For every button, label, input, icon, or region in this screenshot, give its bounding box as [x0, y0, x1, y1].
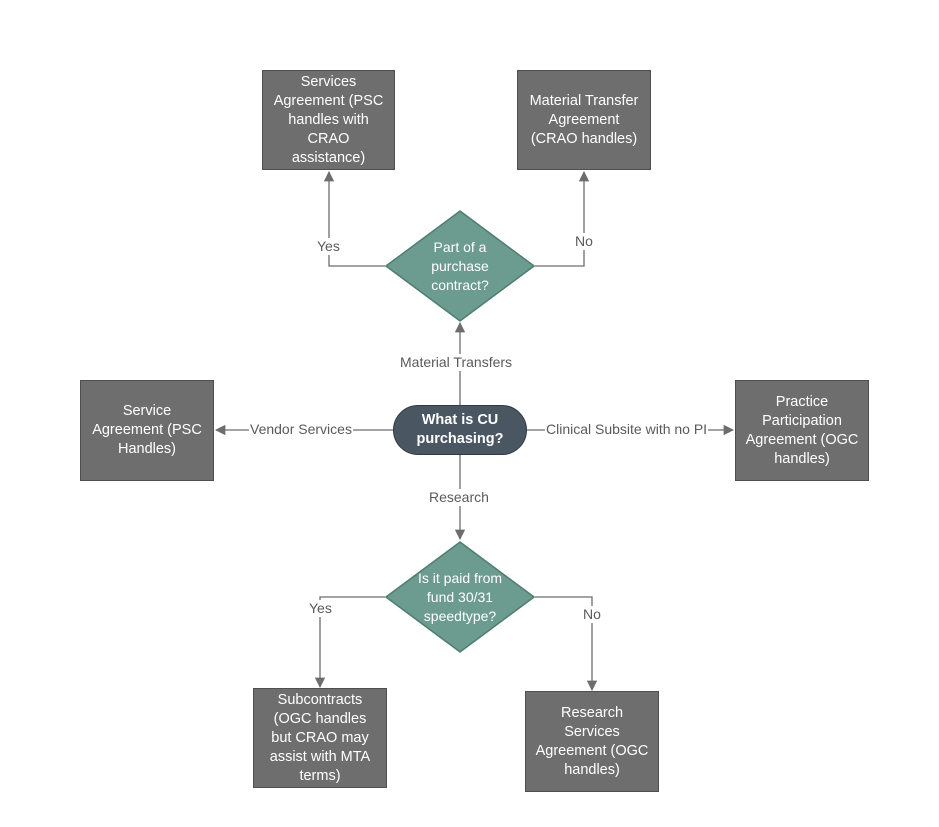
outcome-text: Research Services Agreement (OGC handles…	[535, 704, 649, 778]
outcome-service-agreement-psc: Service Agreement (PSC Handles)	[80, 380, 214, 481]
connector-fund-no	[535, 596, 598, 692]
outcome-material-transfer-agreement: Material Transfer Agreement (CRAO handle…	[517, 70, 651, 170]
edge-label-material-transfers: Material Transfers	[399, 354, 514, 371]
connector-purchase-no	[535, 170, 590, 267]
outcome-text: Subcontracts (OGC handles but CRAO may a…	[269, 691, 371, 784]
outcome-services-agreement-psc-crao: Services Agreement (PSC handles with CRA…	[262, 70, 395, 170]
outcome-text: Material Transfer Agreement (CRAO handle…	[529, 92, 639, 147]
decision-purchase-contract: Part of a purchase contract?	[385, 210, 535, 322]
outcome-research-services-agreement: Research Services Agreement (OGC handles…	[525, 691, 659, 792]
edge-label-yes-bottom: Yes	[308, 600, 333, 617]
outcome-text: Services Agreement (PSC handles with CRA…	[273, 73, 384, 166]
connector-purchase-yes	[323, 170, 385, 267]
diamond-shape	[385, 541, 535, 653]
outcome-text: Service Agreement (PSC Handles)	[92, 403, 202, 457]
diamond-shape	[385, 210, 535, 322]
edge-label-clinical-subsite: Clinical Subsite with no PI	[545, 421, 709, 438]
edge-label-vendor-services: Vendor Services	[249, 421, 353, 438]
connector-fund-yes	[314, 596, 385, 689]
decision-text: Is it paid from fund 30/31 speedtype?	[417, 569, 503, 624]
start-node-text: What is CU purchasing?	[416, 412, 504, 447]
decision-text: Part of a purchase contract?	[431, 238, 489, 293]
start-node-what-is-cu-purchasing: What is CU purchasing?	[393, 405, 527, 455]
outcome-text: Practice Participation Agreement (OGC ha…	[745, 393, 859, 467]
edge-label-no-bottom: No	[582, 606, 602, 623]
edge-label-yes-top: Yes	[316, 238, 341, 255]
outcome-practice-participation-agreement: Practice Participation Agreement (OGC ha…	[735, 380, 869, 481]
edge-label-no-top: No	[574, 233, 594, 250]
edge-label-research: Research	[428, 489, 490, 506]
decision-fund-paid: Is it paid from fund 30/31 speedtype?	[385, 541, 535, 653]
outcome-subcontracts: Subcontracts (OGC handles but CRAO may a…	[253, 688, 387, 788]
